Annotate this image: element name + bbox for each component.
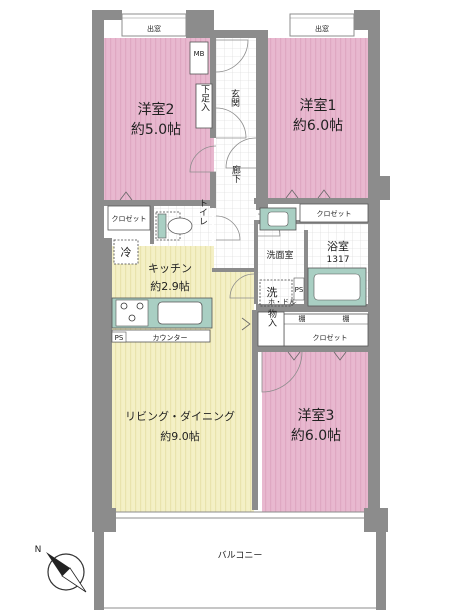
western3-floor bbox=[262, 352, 368, 512]
bay-window-left-label: 出窓 bbox=[147, 24, 161, 33]
mb-label: MB bbox=[194, 50, 205, 58]
living-size: 約9.0帖 bbox=[160, 429, 200, 443]
hallway-label: 廊下 bbox=[230, 164, 241, 184]
western3-name: 洋室3 bbox=[298, 407, 335, 424]
kitchen-size: 約2.9帖 bbox=[150, 279, 190, 293]
mb-box bbox=[189, 41, 209, 75]
western1-size: 約6.0帖 bbox=[293, 118, 343, 134]
shoe-storage-box bbox=[195, 83, 213, 129]
entrance-door bbox=[215, 39, 249, 73]
storage-box bbox=[257, 311, 285, 347]
washbasin bbox=[259, 207, 297, 231]
bath-size-label: 1317 bbox=[327, 255, 350, 265]
closet-left-box bbox=[107, 205, 151, 231]
ps-bath-box bbox=[293, 277, 305, 301]
washer-pan-label: ホ・ドル bbox=[268, 298, 296, 306]
bathtub bbox=[307, 267, 367, 307]
window-marks bbox=[119, 189, 347, 361]
balcony-label: バルコニー bbox=[218, 550, 263, 561]
western1-floor bbox=[256, 38, 368, 198]
closet-bottom-box bbox=[283, 313, 369, 347]
storage-label: 物入 bbox=[266, 308, 277, 327]
bathroom-label: 浴室 bbox=[327, 239, 349, 253]
western1-name: 洋室1 bbox=[300, 97, 337, 114]
western3-size: 約6.0帖 bbox=[291, 428, 341, 444]
shelf-left-label: 棚 bbox=[299, 314, 306, 323]
bay-window-right-label: 出窓 bbox=[315, 24, 329, 33]
kitchen-name: キッチン bbox=[148, 262, 192, 275]
closet-bottom-label: クロゼット bbox=[313, 333, 348, 342]
ps-kitchen-label: PS bbox=[115, 334, 124, 342]
counter-label: カウンター bbox=[153, 333, 188, 342]
closet-left-label: クロゼット bbox=[112, 214, 147, 223]
hall-floor bbox=[214, 38, 256, 270]
bay-window-left bbox=[121, 13, 187, 37]
entrance-label: 玄関 bbox=[229, 88, 240, 108]
washroom-label: 洗面室 bbox=[266, 249, 293, 261]
fridge-label: 冷 bbox=[121, 246, 132, 259]
compass bbox=[46, 552, 87, 593]
compass-n-label: N bbox=[35, 545, 42, 555]
bay-window-right bbox=[289, 13, 355, 37]
toilet-fixture bbox=[155, 211, 193, 241]
shoe-storage-label: 下足入 bbox=[199, 85, 210, 112]
closet-right-label: クロゼット bbox=[317, 209, 352, 218]
fridge-box bbox=[113, 239, 139, 265]
outer-walls bbox=[92, 10, 390, 610]
washer-box bbox=[259, 279, 293, 307]
washer-label: 洗 bbox=[267, 286, 278, 299]
western2-size: 約5.0帖 bbox=[131, 122, 181, 138]
shelf-right-label: 棚 bbox=[343, 314, 350, 323]
balcony-sash bbox=[104, 511, 376, 609]
living-floor bbox=[112, 346, 254, 512]
kitchen-counter bbox=[111, 297, 213, 329]
closet-right-box bbox=[299, 203, 369, 223]
balcony-floor bbox=[104, 522, 376, 608]
ps-bath-label: PS bbox=[295, 286, 304, 294]
western2-name: 洋室2 bbox=[138, 101, 175, 118]
toilet-label: トイレ bbox=[197, 199, 208, 226]
ps-kitchen-box bbox=[111, 331, 127, 343]
living-name: リビング・ダイニング bbox=[125, 409, 235, 423]
